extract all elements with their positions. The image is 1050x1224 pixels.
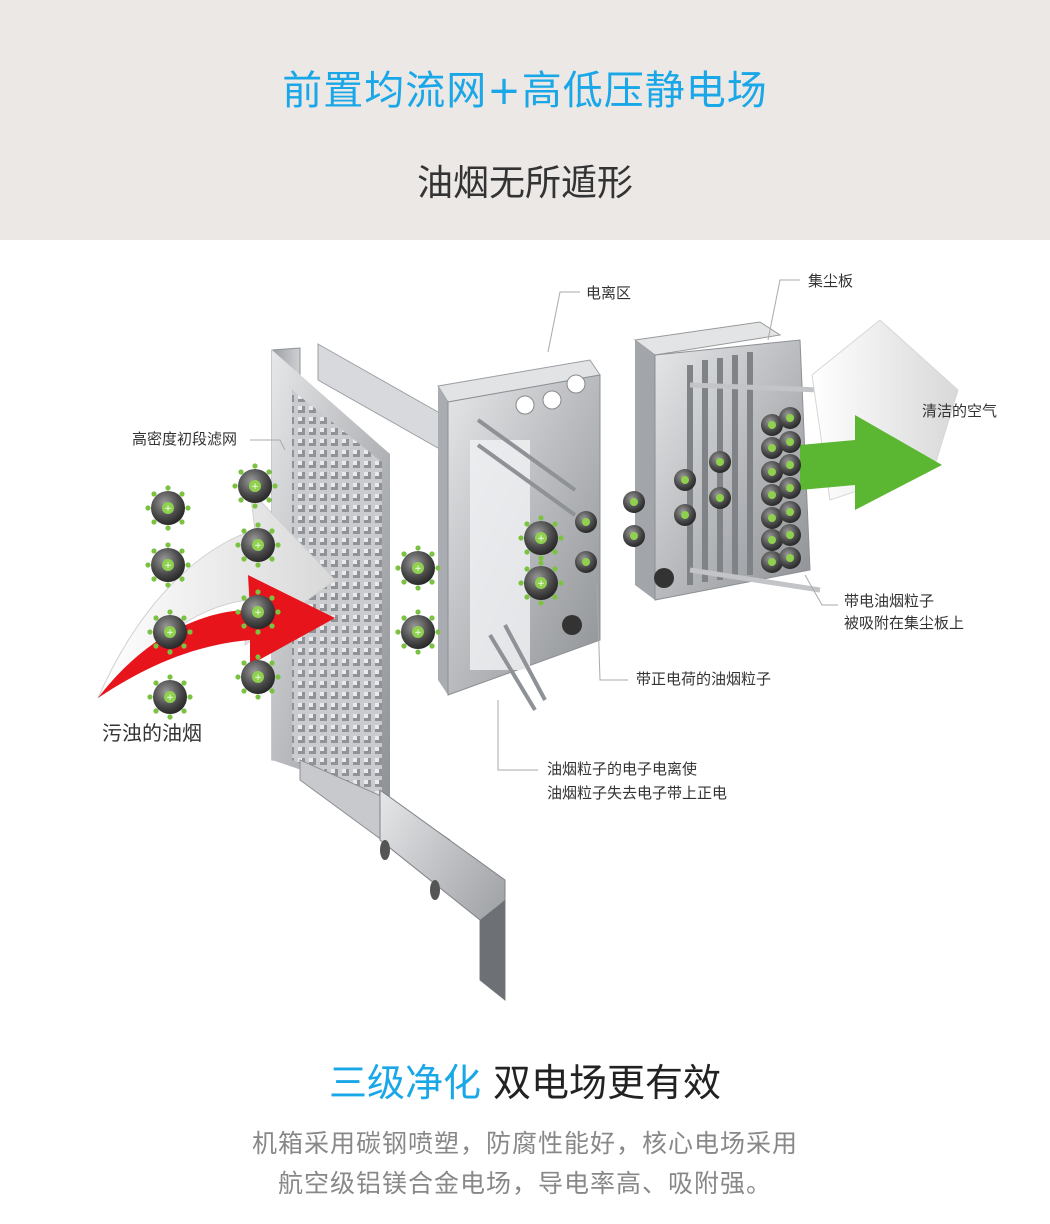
purification-diagram: + bbox=[0, 240, 1050, 1040]
label-filter: 高密度初段滤网 bbox=[132, 430, 238, 448]
footer-title-highlight: 三级净化 bbox=[328, 1061, 481, 1105]
label-ionization: 电离区 bbox=[586, 284, 632, 302]
sub-title: 油烟无所遁形 bbox=[416, 163, 633, 204]
footer-desc-line1: 机箱采用碳钢喷塑，防腐性能好，核心电场采用 bbox=[251, 1129, 798, 1158]
footer-title: 三级净化 双电场更有效 bbox=[0, 1052, 1050, 1107]
ionization-panel bbox=[437, 359, 601, 712]
exploded-filter-illustration: + bbox=[97, 279, 959, 1002]
footer-description: 机箱采用碳钢喷塑，防腐性能好，核心电场采用 航空级铝镁合金电场，导电率高、吸附强… bbox=[0, 1124, 1050, 1204]
label-collector: 集尘板 bbox=[808, 272, 854, 290]
leader-lines bbox=[250, 279, 838, 771]
label-adsorbed-line2: 被吸附在集尘板上 bbox=[844, 614, 965, 632]
label-adsorbed-line1: 带电油烟粒子 bbox=[844, 592, 935, 610]
header-banner: 前置均流网+高低压静电场 油烟无所遁形 bbox=[0, 0, 1050, 240]
main-title: 前置均流网+高低压静电场 bbox=[282, 68, 768, 114]
footer-title-rest: 双电场更有效 bbox=[493, 1061, 722, 1105]
label-dirty-smoke: 污浊的油烟 bbox=[102, 721, 202, 745]
label-ionize-line2: 油烟粒子失去电子带上正电 bbox=[547, 784, 728, 802]
label-ionize-line1: 油烟粒子的电子电离使 bbox=[547, 760, 698, 778]
clean-air-arrow bbox=[800, 319, 959, 510]
label-positive-particles: 带正电荷的油烟粒子 bbox=[636, 670, 772, 688]
label-clean-air: 清洁的空气 bbox=[922, 402, 998, 420]
footer-desc-line2: 航空级铝镁合金电场，导电率高、吸附强。 bbox=[277, 1169, 772, 1198]
